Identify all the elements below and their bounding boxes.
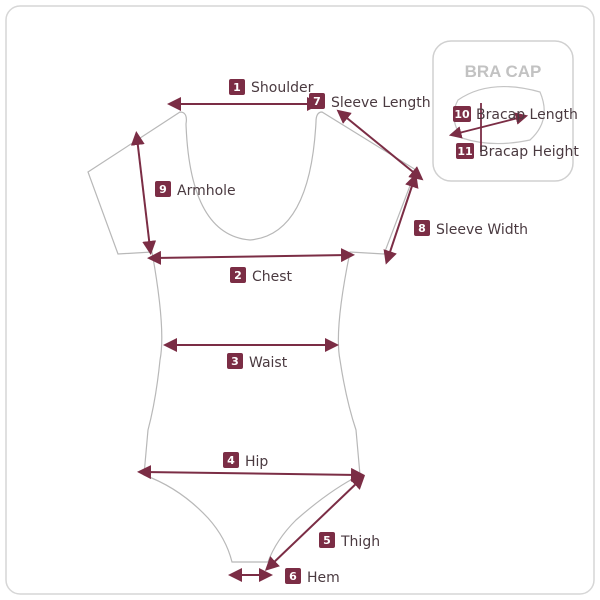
badge-9 (155, 181, 171, 197)
label-hip: Hip (245, 454, 268, 470)
bodysuit-outline (87, 111, 417, 563)
badge-4 (223, 452, 239, 468)
label-bracap-height: Bracap Height (479, 144, 579, 160)
label-7: 7 Sleeve Length (309, 93, 431, 111)
label-bracap-length: Bracap Length (476, 107, 578, 123)
sleeve-length-line (336, 109, 424, 181)
badge-1 (229, 79, 245, 95)
label-10: 10 Bracap Length (453, 106, 578, 123)
svg-text:11: 11 (457, 145, 472, 158)
svg-text:4: 4 (227, 454, 235, 467)
label-8: 8 Sleeve Width (414, 220, 528, 238)
label-5: 5 Thigh (319, 532, 380, 550)
bracap-title: BRA CAP (465, 62, 542, 81)
label-hem: Hem (307, 570, 340, 586)
badge-5 (319, 532, 335, 548)
badge-2 (230, 267, 246, 283)
label-waist: Waist (249, 355, 288, 371)
badge-11 (456, 143, 474, 159)
svg-text:2: 2 (234, 269, 242, 282)
svg-text:3: 3 (231, 355, 239, 368)
label-9: 9 Armhole (155, 181, 236, 199)
badge-6 (285, 568, 301, 584)
label-3: 3 Waist (227, 353, 288, 371)
label-sleeve-width: Sleeve Width (436, 222, 528, 238)
label-1: 1 Shoulder (229, 79, 314, 96)
svg-text:1: 1 (233, 81, 241, 94)
bracap-length-line (448, 112, 529, 139)
label-2: 2 Chest (230, 267, 293, 285)
badge-8 (414, 220, 430, 236)
badge-3 (227, 353, 243, 369)
svg-text:6: 6 (289, 570, 297, 583)
chest-line (147, 248, 355, 265)
svg-text:5: 5 (323, 534, 331, 547)
badge-10 (453, 106, 471, 122)
svg-text:8: 8 (418, 222, 426, 235)
thigh-line (264, 475, 366, 571)
hip-line (137, 465, 365, 482)
label-11: 11 Bracap Height (456, 143, 579, 160)
label-shoulder: Shoulder (251, 80, 314, 96)
badge-7 (309, 93, 325, 109)
label-6: 6 Hem (285, 568, 340, 586)
svg-text:10: 10 (454, 108, 470, 121)
armhole-line (130, 131, 157, 255)
label-thigh: Thigh (340, 534, 380, 550)
svg-text:7: 7 (313, 95, 321, 108)
label-sleeve-length: Sleeve Length (331, 95, 431, 111)
label-armhole: Armhole (177, 183, 236, 199)
label-4: 4 Hip (223, 452, 268, 470)
sleeve-width-line (383, 173, 419, 265)
label-chest: Chest (252, 269, 293, 285)
svg-text:9: 9 (159, 183, 167, 196)
